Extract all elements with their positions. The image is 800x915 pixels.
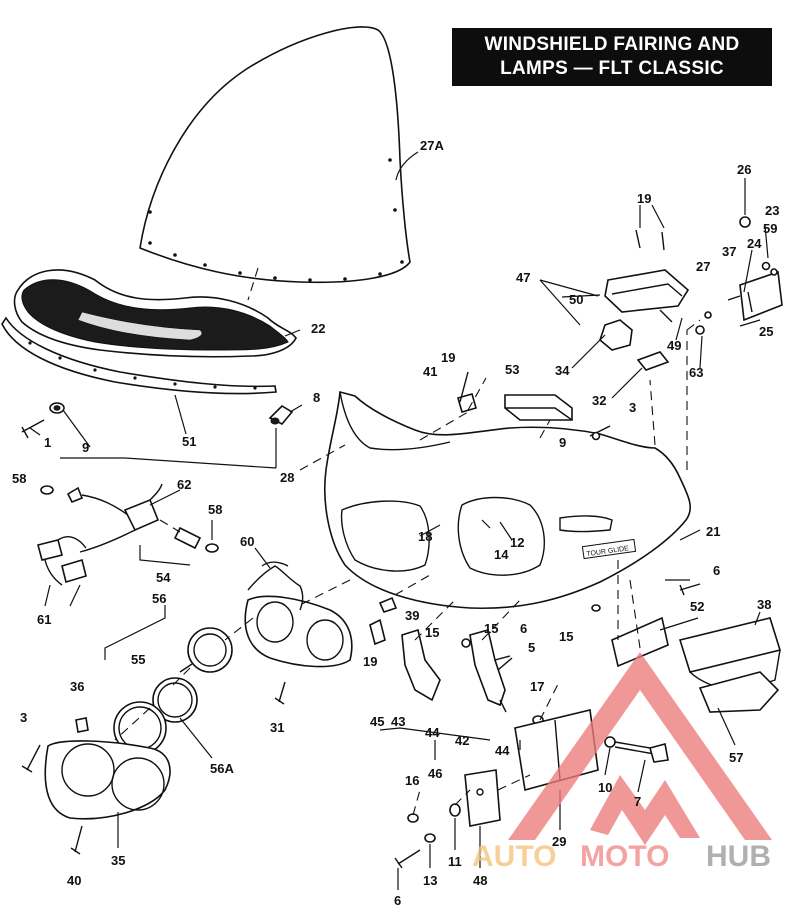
- diagram-title: WINDSHIELD FAIRING AND LAMPS — FLT CLASS…: [452, 28, 772, 86]
- label-40: 40: [67, 873, 81, 888]
- label-25: 25: [759, 324, 773, 339]
- label-9-right: 9: [559, 435, 566, 450]
- part-labels: 27A 22 26 23 59 24 37 27 25 19 47 50 49 …: [12, 138, 779, 908]
- label-27: 27: [696, 259, 710, 274]
- leader-lines: [29, 151, 769, 890]
- label-15-left: 15: [425, 625, 439, 640]
- label-62: 62: [177, 477, 191, 492]
- label-12: 12: [510, 535, 524, 550]
- label-22: 22: [311, 321, 325, 336]
- label-37: 37: [722, 244, 736, 259]
- label-19-top: 19: [637, 191, 651, 206]
- label-13: 13: [423, 873, 437, 888]
- label-41: 41: [423, 364, 437, 379]
- label-17: 17: [530, 679, 544, 694]
- label-7: 7: [634, 794, 641, 809]
- automotohub-watermark: AUTO MOTO HUB: [472, 652, 772, 873]
- label-35: 35: [111, 853, 125, 868]
- label-31: 31: [270, 720, 284, 735]
- fastener-set-1-9-8: [21, 402, 294, 439]
- label-3-upper: 3: [629, 400, 636, 415]
- assembly-dashed-lines: [114, 267, 701, 816]
- svg-text:MOTO: MOTO: [580, 840, 669, 873]
- label-44-right: 44: [495, 743, 510, 758]
- label-15-right: 15: [559, 629, 573, 644]
- fairing-body-drawing: TOUR GLIDE: [324, 390, 691, 610]
- label-56: 56: [152, 591, 166, 606]
- right-bracket-parts: [727, 216, 783, 322]
- label-15-mid: 15: [484, 621, 498, 636]
- label-56A: 56A: [210, 761, 234, 776]
- label-58-left: 58: [12, 471, 26, 486]
- label-6-mid: 6: [520, 621, 527, 636]
- label-52: 52: [690, 599, 704, 614]
- label-6-right: 6: [713, 563, 720, 578]
- upper-inner-parts: [457, 269, 712, 421]
- label-14: 14: [494, 547, 509, 562]
- svg-text:HUB: HUB: [706, 840, 771, 873]
- label-27A: 27A: [420, 138, 444, 153]
- label-23: 23: [765, 203, 779, 218]
- side-lamp-lens-parts: [611, 616, 782, 713]
- label-46: 46: [428, 766, 442, 781]
- label-50: 50: [569, 292, 583, 307]
- misc-screws: [21, 229, 701, 855]
- label-59: 59: [763, 221, 777, 236]
- label-57: 57: [729, 750, 743, 765]
- label-36: 36: [70, 679, 84, 694]
- label-55: 55: [131, 652, 145, 667]
- label-43: 43: [391, 714, 405, 729]
- label-63: 63: [689, 365, 703, 380]
- label-28: 28: [280, 470, 294, 485]
- title-line-1: WINDSHIELD FAIRING AND: [484, 34, 740, 55]
- label-29: 29: [552, 834, 566, 849]
- label-58-right: 58: [208, 502, 222, 517]
- label-54: 54: [156, 570, 171, 585]
- windshield-trim-drawing: [13, 269, 297, 358]
- windshield-drawing: [139, 26, 411, 284]
- label-47: 47: [516, 270, 530, 285]
- label-42: 42: [455, 733, 469, 748]
- label-19-low: 19: [363, 654, 377, 669]
- trim-strip-drawing: [1, 316, 277, 395]
- label-51: 51: [182, 434, 196, 449]
- label-44-left: 44: [425, 725, 440, 740]
- label-8: 8: [313, 390, 320, 405]
- label-60: 60: [240, 534, 254, 549]
- label-61: 61: [37, 612, 51, 627]
- label-10: 10: [598, 780, 612, 795]
- label-3-left: 3: [20, 710, 27, 725]
- label-32: 32: [592, 393, 606, 408]
- label-39: 39: [405, 608, 419, 623]
- label-49: 49: [667, 338, 681, 353]
- label-24: 24: [747, 236, 762, 251]
- label-53: 53: [505, 362, 519, 377]
- label-11: 11: [448, 854, 462, 869]
- label-5: 5: [528, 640, 535, 655]
- label-1: 1: [44, 435, 51, 450]
- svg-text:AUTO: AUTO: [472, 840, 556, 873]
- label-6-bottom: 6: [394, 893, 401, 908]
- label-18: 18: [418, 529, 432, 544]
- title-line-2: LAMPS — FLT CLASSIC: [500, 58, 724, 79]
- label-38: 38: [757, 597, 771, 612]
- label-9-left: 9: [82, 440, 89, 455]
- wiring-harness-parts: [37, 483, 219, 586]
- lamp-assembly-drawing: [44, 561, 353, 820]
- label-48: 48: [473, 873, 487, 888]
- lower-bracket-parts: [369, 596, 513, 713]
- label-16: 16: [405, 773, 419, 788]
- label-34: 34: [555, 363, 570, 378]
- label-26: 26: [737, 162, 751, 177]
- label-21: 21: [706, 524, 720, 539]
- label-19-mid: 19: [441, 350, 455, 365]
- label-45: 45: [370, 714, 384, 729]
